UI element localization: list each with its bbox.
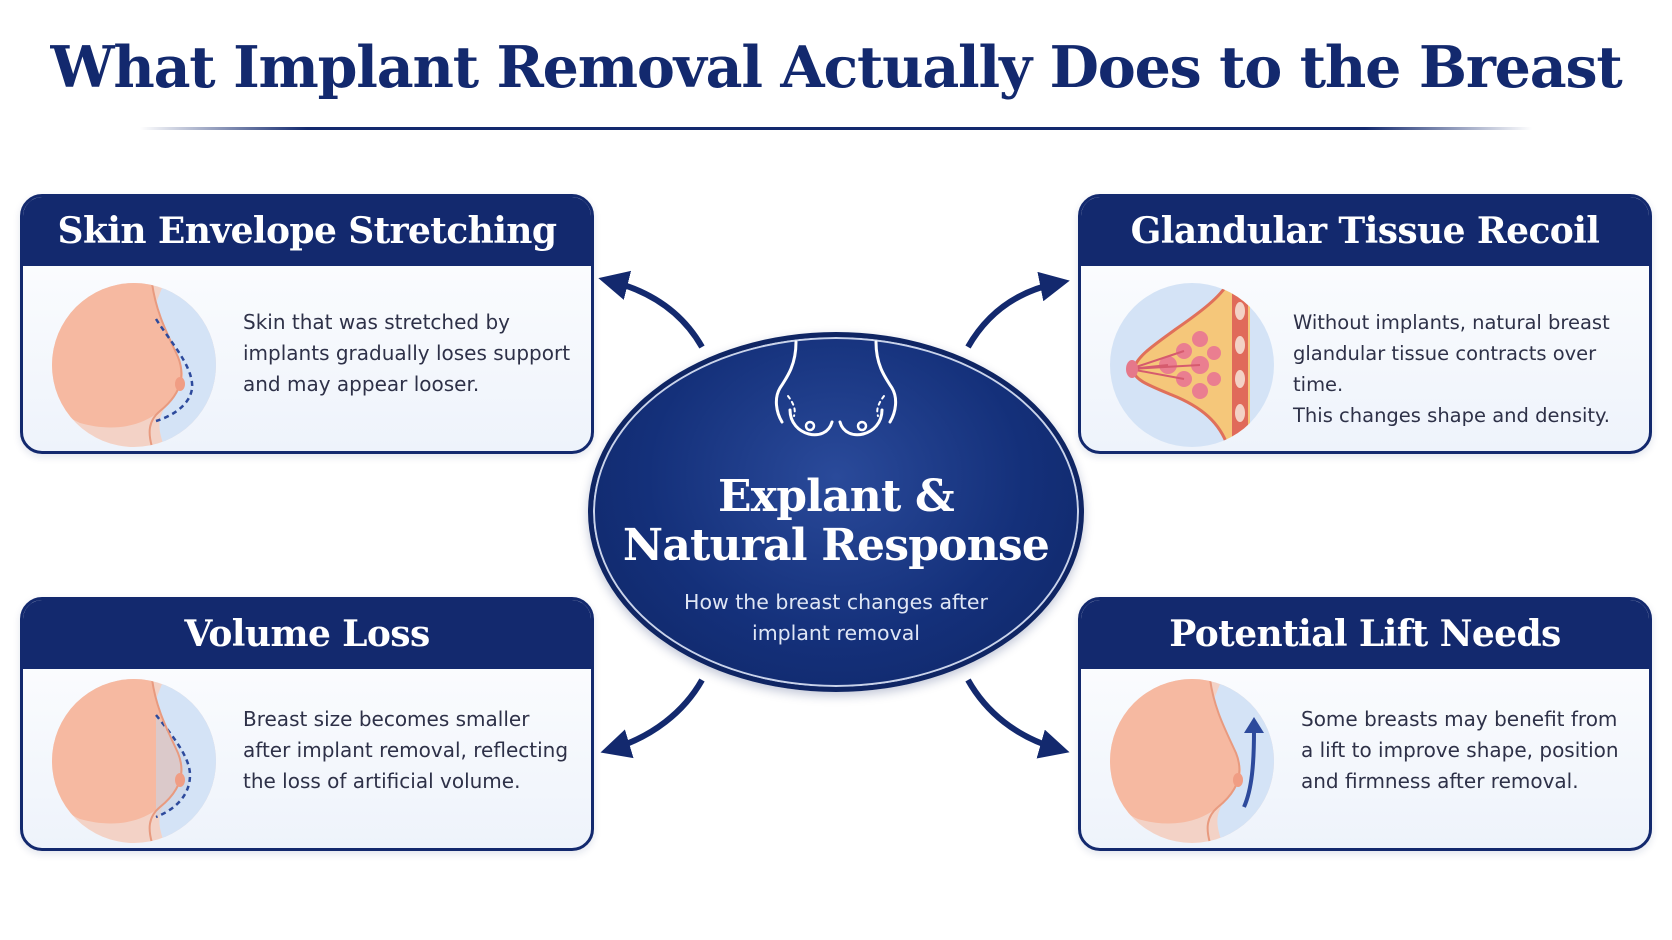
arrow-to-skin-envelope	[598, 270, 705, 349]
card-heading: Potential Lift Needs	[1081, 600, 1649, 669]
card-skin-envelope-stretching: Skin Envelope Stretching Skin that was s…	[20, 194, 594, 454]
center-node	[588, 332, 1084, 692]
card-potential-lift-needs: Potential Lift Needs Some breasts may be…	[1078, 597, 1652, 851]
center-subtitle-line-2: implant removal	[752, 621, 920, 645]
card-heading: Glandular Tissue Recoil	[1081, 197, 1649, 266]
card-volume-loss: Volume Loss Breast size becomes smaller …	[20, 597, 594, 851]
card-description: Breast size becomes smaller after implan…	[243, 707, 569, 793]
breast-tissue-cross-section-icon	[1110, 283, 1274, 447]
center-title-line-1: Explant &	[718, 471, 955, 522]
arrow-to-volume-loss	[600, 678, 705, 759]
breast-profile-dashed-outline-icon	[52, 283, 216, 447]
page-title: What Implant Removal Actually Does to th…	[50, 34, 1623, 101]
card-description: Skin that was stretched by implants grad…	[243, 310, 571, 396]
torso-outline-icon	[774, 340, 898, 437]
card-description: Some breasts may benefit from a lift to …	[1301, 707, 1619, 793]
arrow-to-glandular-tissue	[965, 271, 1070, 349]
center-subtitle-line-1: How the breast changes after	[684, 590, 988, 614]
breast-profile-lift-arrow-icon	[1110, 679, 1274, 843]
card-heading: Volume Loss	[23, 600, 591, 669]
card-heading: Skin Envelope Stretching	[23, 197, 591, 266]
title-divider	[140, 127, 1532, 130]
breast-profile-volume-loss-icon	[52, 679, 216, 843]
arrow-to-lift-needs	[965, 678, 1070, 759]
card-glandular-tissue-recoil: Glandular Tissue Recoil Without implants…	[1078, 194, 1652, 454]
center-title-line-2: Natural Response	[622, 520, 1050, 571]
card-description: Without implants, natural breast glandul…	[1293, 311, 1611, 427]
